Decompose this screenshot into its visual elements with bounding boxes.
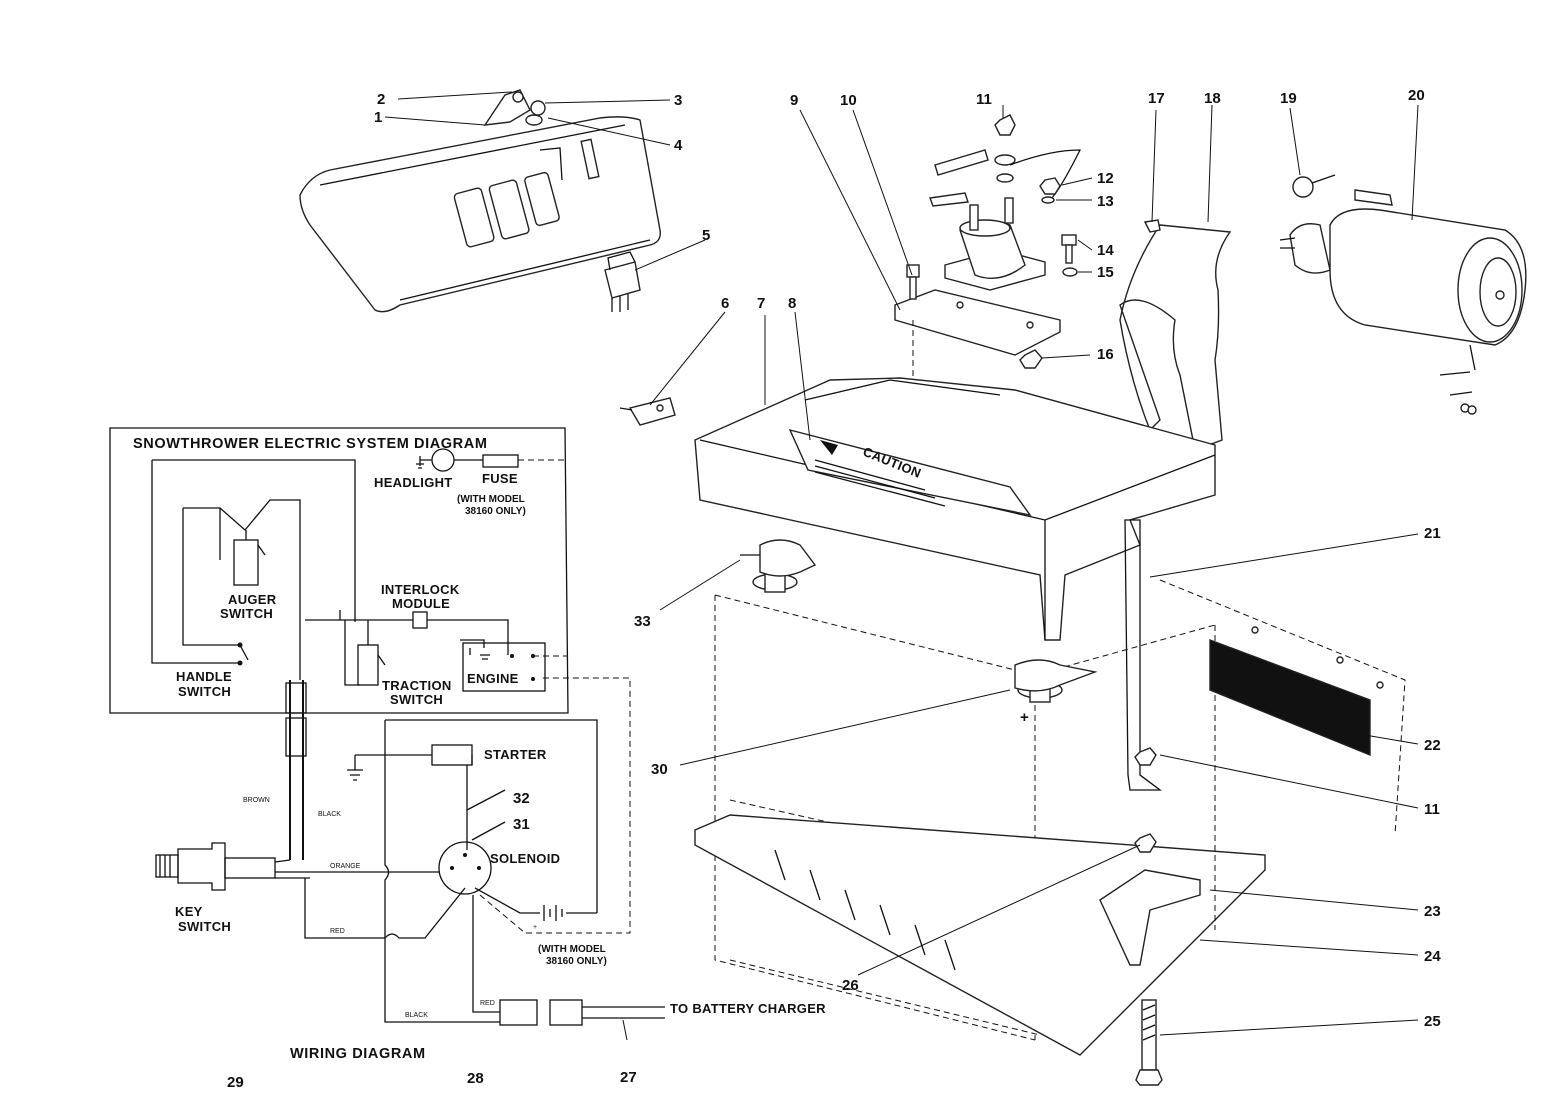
- part-number-16: 16: [1097, 346, 1114, 363]
- part-number-25: 25: [1424, 1013, 1441, 1030]
- engine-label: ENGINE: [467, 671, 519, 686]
- solenoid-assembly: [894, 114, 1082, 470]
- starter-label: STARTER: [484, 747, 547, 762]
- part-number-10: 10: [840, 92, 857, 109]
- mounting-plate: [1159, 579, 1406, 930]
- part-number-30: 30: [651, 761, 668, 778]
- part-number-29: 29: [227, 1074, 244, 1091]
- part-number-23: 23: [1424, 903, 1441, 920]
- part-number-28: 28: [467, 1070, 484, 1087]
- system-model-note-2: 38160 ONLY): [465, 506, 526, 517]
- part-number-8: 8: [788, 295, 796, 312]
- system-model-note-1: (WITH MODEL: [457, 494, 525, 505]
- part-number-26: 26: [842, 977, 859, 994]
- wire-orange-label: ORANGE: [330, 863, 361, 870]
- wiring-diagram-title: WIRING DIAGRAM: [290, 1046, 426, 1062]
- part-6-clip: [619, 397, 676, 426]
- part-number-14: 14: [1097, 242, 1114, 259]
- traction-switch-label-1: TRACTION: [382, 678, 452, 693]
- solenoid-label: SOLENOID: [490, 851, 560, 866]
- part-number-9: 9: [790, 92, 798, 109]
- wiring-model-note-1: (WITH MODEL: [538, 944, 606, 955]
- part-number-17: 17: [1148, 90, 1165, 107]
- wiring-model-note-2: 38160 ONLY): [546, 956, 607, 967]
- part-labels: 2 1 3 4 5 6 7 8 9 10 11 12 13 14 15 16 1…: [227, 87, 1441, 1091]
- part-number-13: 13: [1097, 193, 1114, 210]
- part-number-18: 18: [1204, 90, 1221, 107]
- control-panel: [299, 89, 661, 313]
- wire-brown-label: BROWN: [243, 797, 270, 804]
- traction-switch-label-2: SWITCH: [390, 692, 443, 707]
- part-number-1: 1: [374, 109, 382, 126]
- battery-cover: CAUTION: [694, 377, 1216, 641]
- part-number-5: 5: [702, 227, 710, 244]
- part-number-32: 32: [513, 790, 530, 807]
- part-number-27: 27: [620, 1069, 637, 1086]
- svg-text:+: +: [533, 924, 537, 931]
- part-number-19: 19: [1280, 90, 1297, 107]
- part-number-33: 33: [634, 613, 651, 630]
- part-number-11-top: 11: [976, 91, 992, 108]
- key-switch-label-1: KEY: [175, 904, 203, 919]
- part-number-4: 4: [674, 137, 683, 154]
- wire-red-label-2: RED: [480, 1000, 495, 1007]
- part-number-20: 20: [1408, 87, 1425, 104]
- wire-black-label-1: BLACK: [318, 811, 341, 818]
- auger-switch-label-1: AUGER: [228, 592, 277, 607]
- wire-red-label-1: RED: [330, 928, 345, 935]
- part-number-31: 31: [513, 816, 530, 833]
- wiring-diagram: BROWN BLACK KEY SWITCH ORANGE RED STARTE…: [155, 677, 826, 1062]
- to-battery-charger-label: TO BATTERY CHARGER: [670, 1001, 826, 1016]
- interlock-module-label-2: MODULE: [392, 596, 450, 611]
- part-number-11-bottom: 11: [1424, 801, 1440, 818]
- starter-motor: [1279, 174, 1527, 415]
- part-number-15: 15: [1097, 264, 1114, 281]
- leader-lines: [384, 91, 1419, 1036]
- part-number-6: 6: [721, 295, 729, 312]
- handle-switch-label-1: HANDLE: [176, 669, 232, 684]
- part-number-7: 7: [757, 295, 765, 312]
- fuse-label: FUSE: [482, 471, 518, 486]
- auger-switch-label-2: SWITCH: [220, 606, 273, 621]
- wire-black-label-2: BLACK: [405, 1012, 428, 1019]
- part-number-24: 24: [1424, 948, 1441, 965]
- part-number-3: 3: [674, 92, 682, 109]
- part-number-2: 2: [377, 91, 385, 108]
- part-number-12: 12: [1097, 170, 1114, 187]
- battery-tray: [694, 519, 1266, 1086]
- battery: +: [714, 539, 1216, 1041]
- svg-text:+: +: [1020, 709, 1029, 726]
- handle-switch-label-2: SWITCH: [178, 684, 231, 699]
- interlock-module-label-1: INTERLOCK: [381, 582, 460, 597]
- headlight-label: HEADLIGHT: [374, 475, 453, 490]
- system-diagram-title: SNOWTHROWER ELECTRIC SYSTEM DIAGRAM: [133, 436, 488, 452]
- key-switch-label-2: SWITCH: [178, 919, 231, 934]
- part-number-21: 21: [1424, 525, 1441, 542]
- electric-system-diagram: SNOWTHROWER ELECTRIC SYSTEM DIAGRAM HEAD…: [109, 427, 569, 714]
- part-number-22: 22: [1424, 737, 1441, 754]
- mounting-bracket: [1119, 219, 1232, 451]
